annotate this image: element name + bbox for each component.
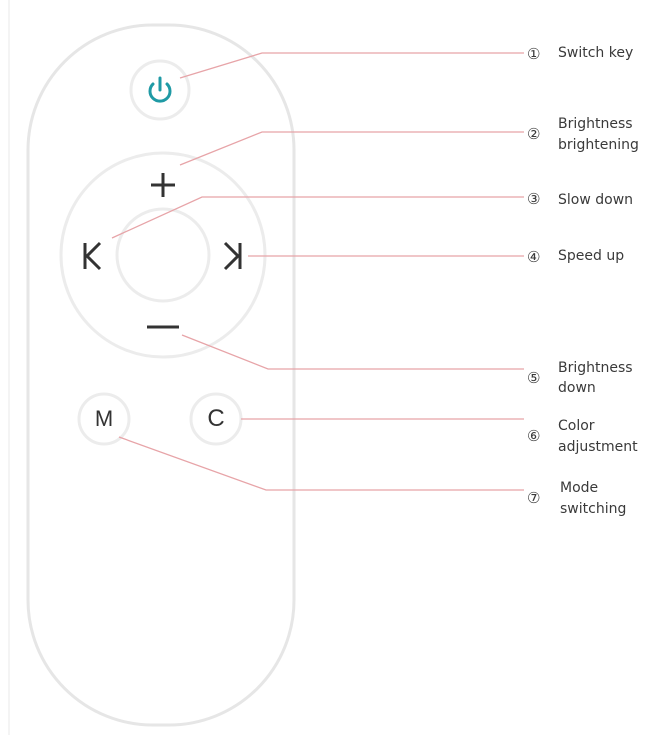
callout-7-label-line2: switching	[560, 501, 627, 517]
slow-down-button[interactable]	[78, 236, 108, 276]
callout-1-number: ①	[527, 45, 541, 63]
power-icon	[148, 76, 172, 103]
leader-line-2	[179, 131, 524, 166]
callout-3-number: ③	[527, 190, 541, 208]
previous-icon	[83, 241, 102, 271]
next-icon	[223, 241, 242, 271]
mode-button[interactable]	[77, 392, 131, 446]
mode-glyph: M	[94, 406, 114, 431]
callout-1-label: Switch key	[558, 45, 634, 61]
brightness-down-button[interactable]	[143, 310, 183, 340]
leader-line-7	[118, 436, 524, 491]
callout-5-number: ⑤	[527, 369, 541, 387]
callout-7-number: ⑦	[527, 489, 541, 507]
callout-5-label-line1: Brightness	[558, 360, 633, 376]
callout-2-label-line2: brightening	[558, 137, 639, 153]
leader-line-1	[179, 52, 524, 79]
callout-2-label-line1: Brightness	[558, 116, 633, 132]
callout-3-label: Slow down	[558, 192, 634, 208]
brightness-up-button[interactable]	[143, 165, 183, 205]
plus-icon	[151, 173, 175, 197]
center-button[interactable]	[115, 207, 211, 303]
remote-body	[26, 23, 296, 727]
callout-4-number: ④	[527, 248, 541, 266]
callout-6-label-line2: adjustment	[558, 439, 638, 455]
speed-up-button[interactable]	[218, 236, 248, 276]
callout-7-label-line1: Mode	[560, 480, 599, 496]
color-glyph: C	[207, 405, 225, 432]
direction-pad	[59, 151, 267, 359]
leader-line-3	[111, 196, 524, 239]
leader-lines	[111, 52, 524, 491]
callout-6-number: ⑥	[527, 427, 541, 445]
callout-2-number: ②	[527, 125, 541, 143]
callout-5-label-line2: down	[558, 380, 596, 396]
power-button[interactable]	[129, 59, 191, 121]
callout-6-label-line1: Color	[558, 418, 595, 434]
callout-4-label: Speed up	[558, 248, 625, 264]
leader-line-5	[181, 334, 524, 370]
